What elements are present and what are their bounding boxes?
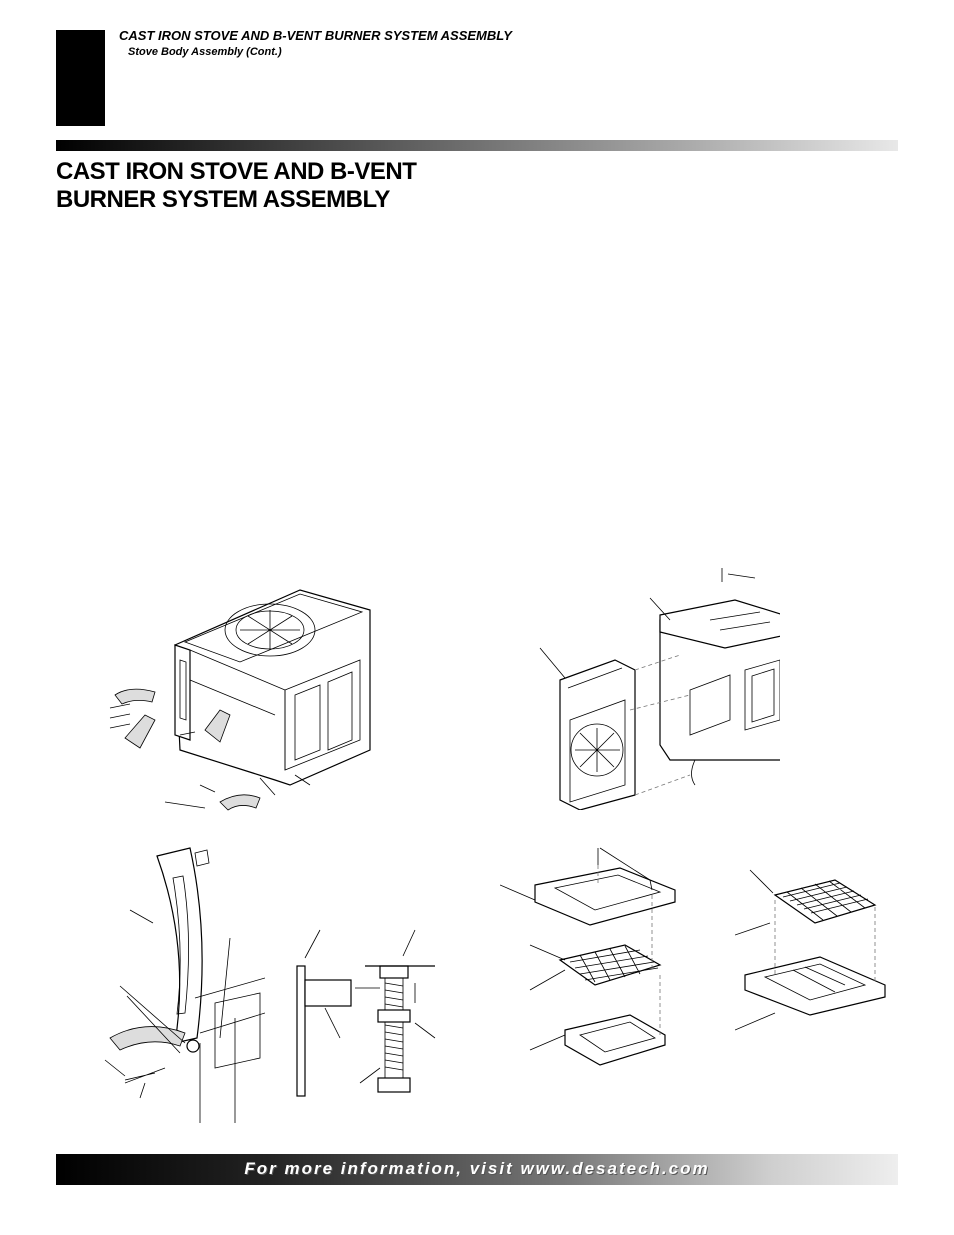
figure-grate-alternate xyxy=(735,865,895,1045)
page-title: CAST IRON STOVE AND B-VENT BURNER SYSTEM… xyxy=(56,158,516,214)
footer-text: For more information, visit www.desatech… xyxy=(244,1159,710,1178)
page-title-line1: CAST IRON STOVE AND B-VENT xyxy=(56,158,417,185)
header-rule xyxy=(56,140,898,151)
footer-bar: For more information, visit www.desatech… xyxy=(56,1154,898,1185)
figure-stove-body-legs xyxy=(100,580,420,820)
header-title: CAST IRON STOVE AND B-VENT BURNER SYSTEM… xyxy=(119,28,512,43)
figure-leveling-bolt xyxy=(285,928,445,1098)
figure-top-grate-assembly xyxy=(500,840,690,1100)
header-subtitle: Stove Body Assembly (Cont.) xyxy=(128,46,282,58)
figure-door-hinge xyxy=(95,838,265,1123)
figure-stove-front-panel xyxy=(530,560,780,810)
page-tab xyxy=(56,30,105,126)
page-title-line2: BURNER SYSTEM ASSEMBLY xyxy=(56,186,390,213)
